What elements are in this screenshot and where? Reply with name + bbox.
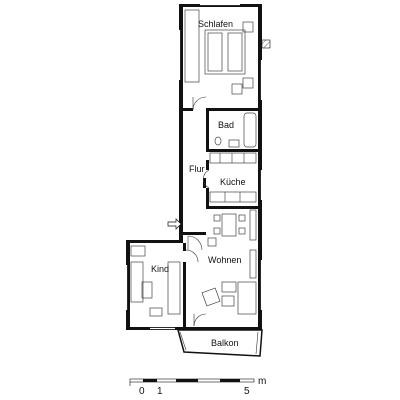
room-label-kind: Kind <box>151 264 169 274</box>
scale-bar: 0 1 5 m <box>129 376 266 397</box>
wohnen-furniture <box>201 209 257 315</box>
bad-fixtures <box>214 112 257 148</box>
room-label-flur: Flur <box>189 164 205 174</box>
scale-label-5: 5 <box>244 386 250 397</box>
interior-walls <box>179 108 258 327</box>
scale-label-0: 0 <box>139 386 145 397</box>
outer-walls <box>126 4 271 330</box>
entrance-arrow-icon <box>167 218 182 230</box>
room-label-bad: Bad <box>218 120 234 130</box>
schlafen-furniture <box>184 9 254 95</box>
kueche-fixtures <box>209 152 257 203</box>
kind-furniture <box>130 245 181 317</box>
room-label-schlafen: Schlafen <box>198 19 233 29</box>
room-label-kueche: Küche <box>220 177 246 187</box>
scale-label-1: 1 <box>157 386 163 397</box>
balkon <box>177 329 263 357</box>
windows <box>125 3 263 330</box>
room-label-wohnen: Wohnen <box>208 255 241 265</box>
room-label-balkon: Balkon <box>211 338 239 348</box>
scale-unit: m <box>258 376 266 387</box>
doors <box>185 96 210 327</box>
